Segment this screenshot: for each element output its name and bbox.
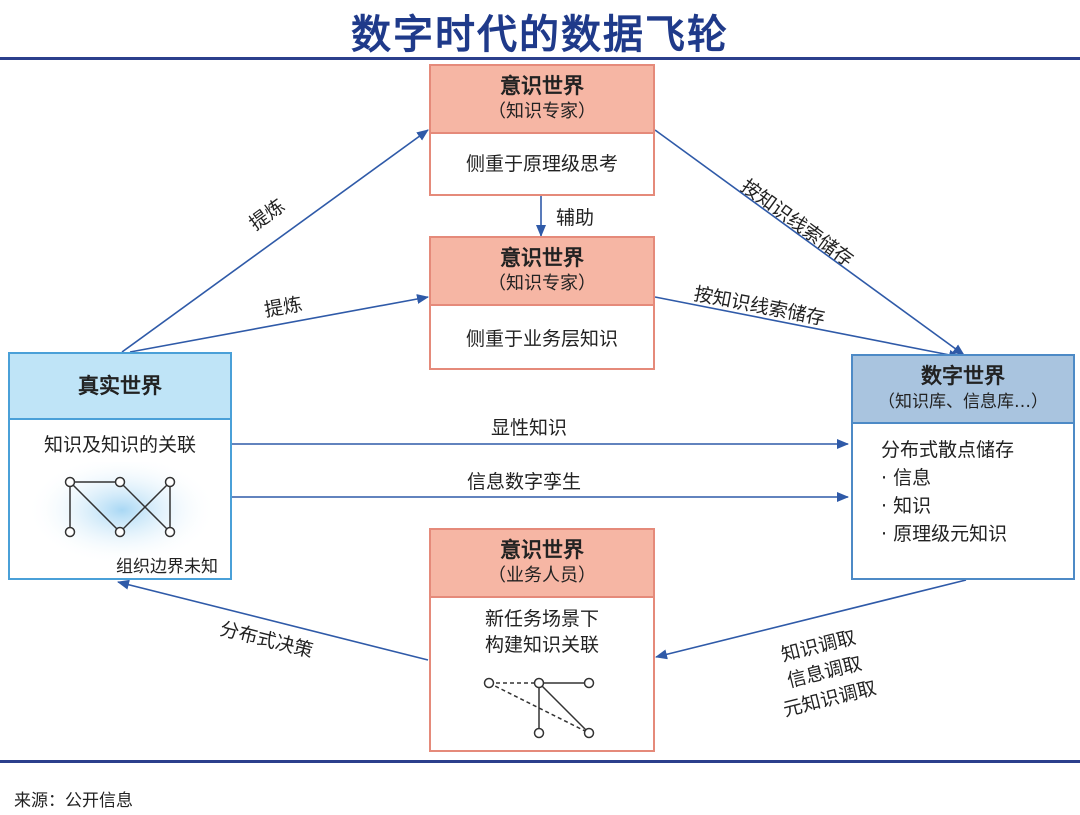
box-title: 数字世界: [921, 364, 1005, 388]
storage-item: · 信息: [881, 467, 932, 489]
diagram-title: 数字时代的数据飞轮: [351, 12, 729, 58]
arrow-retrieve: [655, 579, 967, 660]
new-association-graphic: [483, 677, 595, 739]
box-title: 意识世界: [500, 246, 584, 270]
label-explicit: 显性知识: [491, 417, 568, 439]
org-boundary-note: 组织边界未知: [116, 557, 218, 577]
mind-world-business-staff-box: 意识世界 （业务人员） 新任务场景下 构建知识关联: [429, 528, 655, 752]
knowledge-network-graphic: [27, 462, 217, 565]
arrow-store-top: [654, 129, 965, 356]
mind-world-expert-business-box: 意识世界 （知识专家） 侧重于业务层知识: [429, 236, 655, 370]
storage-item: · 原理级元知识: [881, 523, 1008, 545]
arrow-refine-mid: [129, 294, 429, 353]
label-twin: 信息数字孪生: [467, 471, 582, 493]
box-body-line: 构建知识关联: [484, 634, 599, 656]
box-body: 知识及知识的关联: [43, 434, 196, 456]
digital-world-box: 数字世界 （知识库、信息库…） 分布式散点储存 · 信息 · 知识 · 原理级元…: [851, 354, 1075, 580]
label-assist: 辅助: [556, 207, 595, 229]
box-body-line: 新任务场景下: [484, 608, 599, 630]
box-subtitle: （知识专家）: [488, 273, 596, 294]
arrow-store-mid: [654, 296, 961, 360]
box-body: 侧重于业务层知识: [465, 328, 618, 350]
box-body: 侧重于原理级思考: [465, 153, 618, 175]
box-title: 意识世界: [500, 74, 584, 98]
box-title: 真实世界: [78, 374, 162, 398]
storage-heading: 分布式散点储存: [881, 439, 1015, 461]
mind-world-expert-principle-box: 意识世界 （知识专家） 侧重于原理级思考: [429, 64, 655, 196]
box-subtitle: （知识库、信息库…）: [878, 392, 1048, 412]
arrow-decision: [117, 579, 429, 661]
real-world-box: 真实世界 知识及知识的关联 组织边界未知: [8, 352, 232, 580]
arrow-refine-up: [121, 129, 429, 353]
top-rule: [0, 57, 1080, 60]
bottom-rule: [0, 760, 1080, 763]
storage-item: · 知识: [881, 495, 932, 517]
box-subtitle: （知识专家）: [488, 101, 596, 122]
box-subtitle: （业务人员）: [488, 565, 596, 586]
source-note: 来源：公开信息: [14, 791, 133, 811]
box-title: 意识世界: [500, 538, 584, 562]
